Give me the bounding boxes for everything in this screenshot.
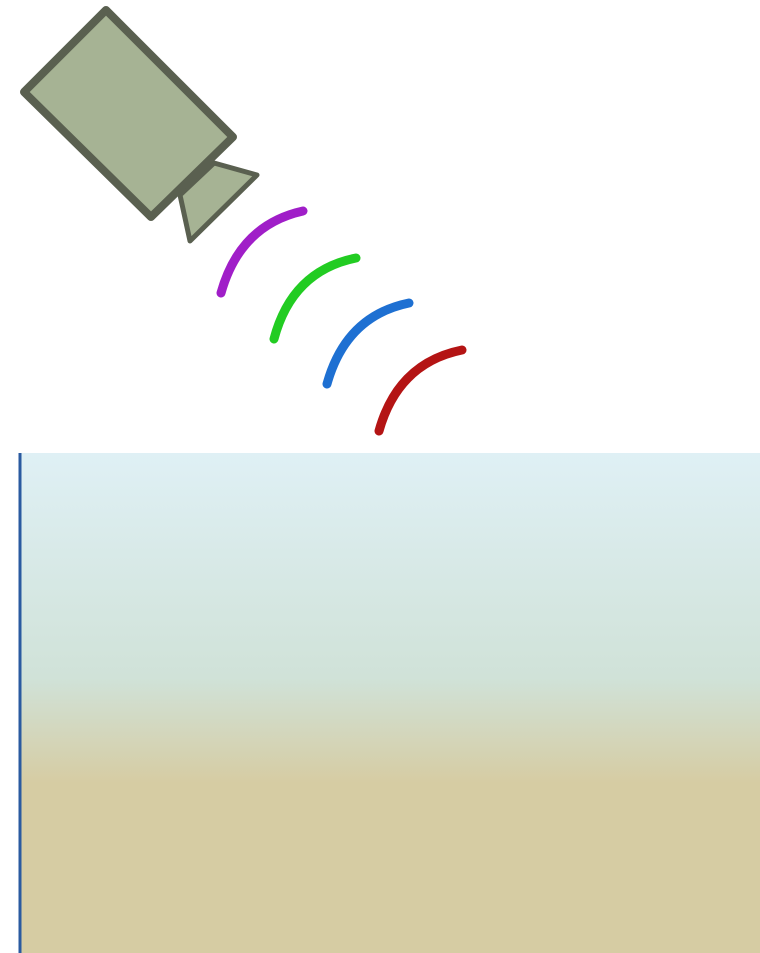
- wave-arc-icon: [221, 211, 303, 293]
- wave-arc-icon: [327, 303, 409, 384]
- wave-arc-icon: [379, 350, 462, 431]
- emission-arcs: [221, 211, 462, 431]
- wave-arc-icon: [274, 258, 356, 339]
- water-body: [20, 453, 760, 953]
- camera-sensor-icon: [24, 10, 257, 241]
